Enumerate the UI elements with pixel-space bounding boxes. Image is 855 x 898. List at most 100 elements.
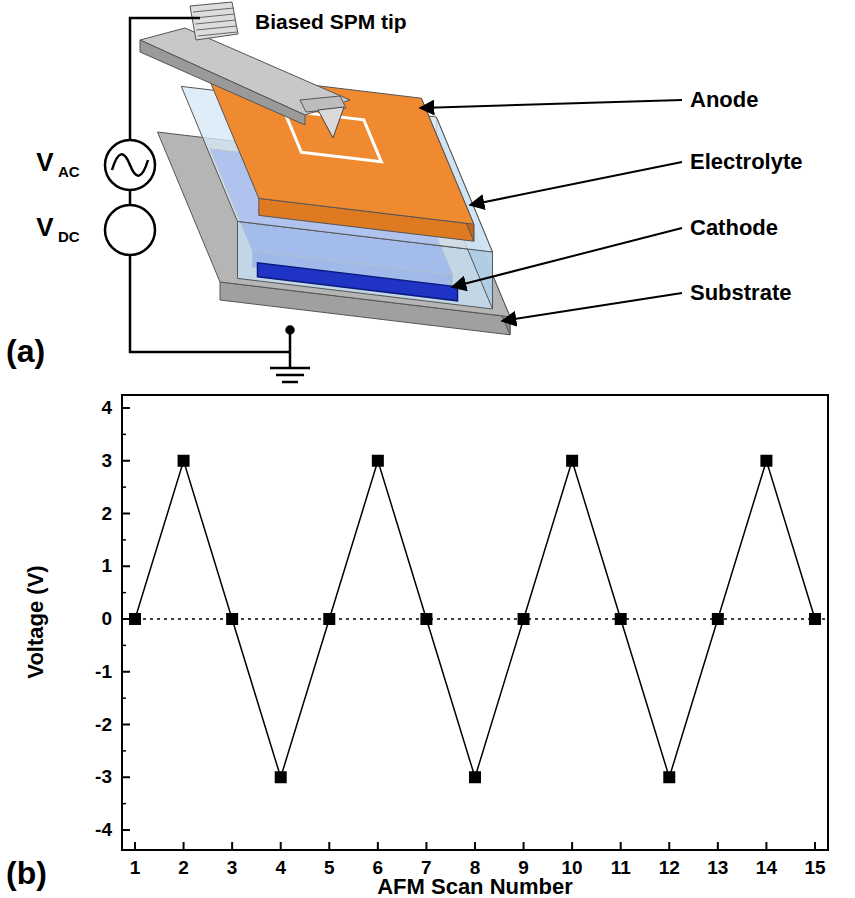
data-marker bbox=[469, 771, 481, 783]
ground-symbol bbox=[282, 381, 298, 384]
holder-grooves bbox=[193, 8, 234, 12]
wire bbox=[129, 190, 132, 205]
data-line bbox=[135, 461, 815, 778]
holder-grooves bbox=[194, 14, 235, 18]
x-tick-label: 2 bbox=[178, 858, 189, 879]
x-tick bbox=[571, 842, 573, 850]
x-tick bbox=[765, 842, 767, 850]
x-tick-label: 4 bbox=[275, 858, 286, 879]
layer-label: Substrate bbox=[690, 281, 791, 305]
source-subscript: DC bbox=[58, 229, 80, 246]
x-tick bbox=[717, 842, 719, 850]
cantilever bbox=[140, 40, 305, 125]
y-minor-tick bbox=[122, 697, 126, 699]
ac-source bbox=[105, 140, 155, 190]
x-tick-label: 5 bbox=[324, 858, 335, 879]
data-marker bbox=[663, 771, 675, 783]
y-tick-label: -1 bbox=[95, 661, 112, 682]
y-minor-tick bbox=[122, 539, 126, 541]
holder-grooves bbox=[198, 32, 237, 36]
y-tick bbox=[122, 829, 130, 831]
y-tick-label: -3 bbox=[95, 767, 112, 788]
title-label: Biased SPM tip bbox=[255, 10, 407, 33]
ground-symbol bbox=[276, 374, 304, 377]
battery-stack bbox=[140, 2, 510, 335]
panel-label: (b) bbox=[6, 856, 47, 891]
x-tick bbox=[425, 842, 427, 850]
ground-symbol bbox=[270, 367, 310, 370]
dc-source bbox=[105, 205, 155, 255]
axis-title: Voltage (V) bbox=[24, 565, 48, 678]
ac-wave bbox=[112, 154, 148, 175]
x-tick bbox=[474, 842, 476, 850]
y-minor-tick bbox=[122, 486, 126, 488]
y-minor-tick bbox=[122, 434, 126, 436]
data-marker bbox=[809, 613, 821, 625]
y-tick-label: 0 bbox=[101, 609, 112, 630]
y-tick bbox=[122, 513, 130, 515]
y-tick bbox=[122, 724, 130, 726]
y-tick-label: -4 bbox=[95, 820, 112, 841]
y-tick-label: 4 bbox=[101, 398, 112, 419]
x-tick bbox=[668, 842, 670, 850]
x-tick-label: 15 bbox=[804, 858, 825, 879]
y-tick-label: 3 bbox=[101, 450, 112, 471]
y-tick bbox=[122, 407, 130, 409]
data-marker bbox=[420, 613, 432, 625]
y-minor-tick bbox=[122, 803, 126, 805]
axis-title: AFM Scan Number bbox=[377, 875, 573, 898]
data-marker bbox=[226, 613, 238, 625]
x-tick bbox=[523, 842, 525, 850]
data-marker bbox=[518, 613, 530, 625]
leader-line bbox=[502, 293, 682, 321]
layer-label: Cathode bbox=[690, 216, 778, 240]
y-tick bbox=[122, 565, 130, 567]
x-tick-label: 3 bbox=[227, 858, 238, 879]
x-tick bbox=[280, 842, 282, 850]
holder-grooves bbox=[195, 20, 235, 24]
data-marker bbox=[760, 455, 772, 467]
x-tick-label: 12 bbox=[659, 858, 680, 879]
wire bbox=[130, 18, 200, 140]
y-minor-tick bbox=[122, 645, 126, 647]
x-tick-label: 11 bbox=[611, 858, 631, 879]
spm-tip bbox=[318, 107, 344, 138]
y-tick bbox=[122, 671, 130, 673]
y-tick-label: 2 bbox=[101, 503, 112, 524]
x-tick-label: 14 bbox=[756, 858, 777, 879]
y-tick bbox=[122, 776, 130, 778]
x-tick bbox=[231, 842, 233, 850]
data-marker bbox=[129, 613, 141, 625]
data-marker bbox=[323, 613, 335, 625]
data-marker bbox=[566, 455, 578, 467]
layer-label: Electrolyte bbox=[690, 150, 803, 174]
ground-wire bbox=[289, 330, 292, 368]
voltage-chart bbox=[122, 395, 828, 850]
source-symbol: V bbox=[36, 213, 53, 242]
x-tick bbox=[620, 842, 622, 850]
x-tick bbox=[134, 842, 136, 850]
leader-line bbox=[452, 228, 682, 287]
data-marker bbox=[372, 455, 384, 467]
source-subscript: AC bbox=[58, 164, 80, 181]
leader-lines bbox=[420, 100, 682, 321]
bias-circuit bbox=[105, 18, 310, 382]
x-tick bbox=[183, 842, 185, 850]
data-marker bbox=[712, 613, 724, 625]
y-minor-tick bbox=[122, 750, 126, 752]
cantilever bbox=[140, 28, 350, 115]
x-tick bbox=[328, 842, 330, 850]
y-tick bbox=[122, 460, 130, 462]
data-marker bbox=[178, 455, 190, 467]
contact-dot bbox=[287, 327, 294, 334]
wire bbox=[130, 255, 290, 352]
x-tick-label: 13 bbox=[707, 858, 728, 879]
x-tick bbox=[814, 842, 816, 850]
leader-line bbox=[420, 100, 682, 108]
leader-line bbox=[470, 162, 682, 205]
layer-label: Anode bbox=[690, 88, 758, 112]
y-minor-tick bbox=[122, 592, 126, 594]
holder-grooves bbox=[197, 26, 237, 30]
tip-holder bbox=[190, 2, 238, 40]
x-tick bbox=[377, 842, 379, 850]
